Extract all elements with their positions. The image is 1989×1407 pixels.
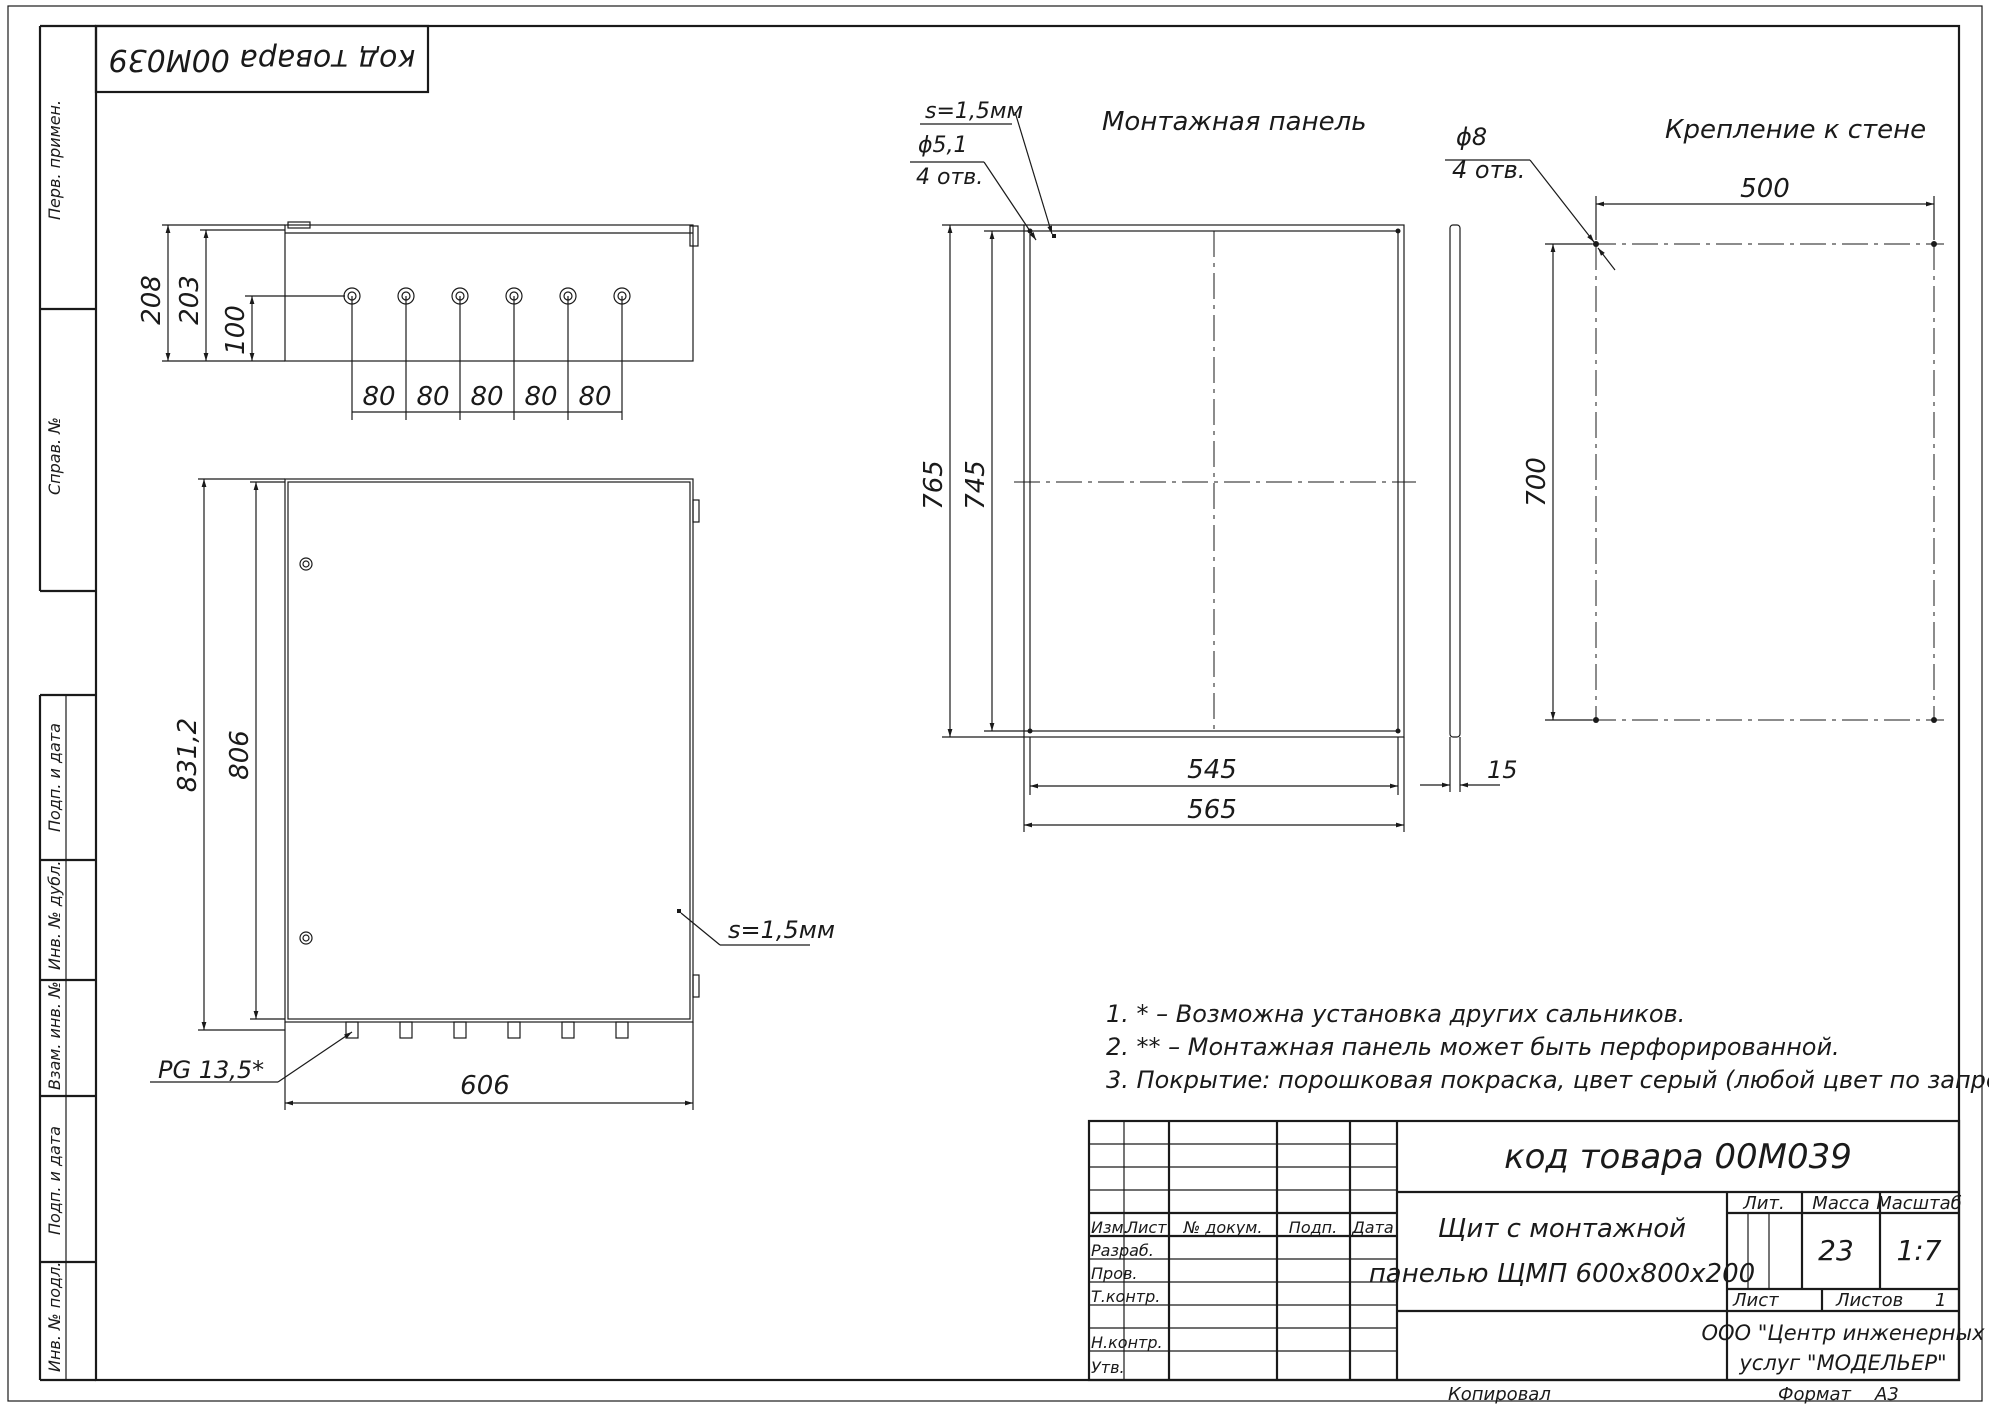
dim-606: 606 (460, 1071, 510, 1101)
strip-podp-data-1: Подп. и дата (45, 723, 64, 832)
wall-view: Крепление к стене ϕ8 4 отв. 500 700 (1445, 115, 1944, 723)
dim-545: 545 (1187, 755, 1237, 785)
code-stamp-text: код товара 00М039 (109, 42, 416, 77)
dim-765: 765 (919, 460, 949, 510)
col-data: Дата (1351, 1218, 1393, 1237)
org-line1: ООО "Центр инженерных (1701, 1321, 1985, 1345)
row-tkontr: Т.контр. (1091, 1287, 1160, 1306)
panel-view: Монтажная панель s=1,5мм ϕ5,1 4 отв. 765… (910, 99, 1518, 832)
format-label: Формат (1778, 1384, 1852, 1405)
dim-80: 80 (578, 382, 611, 412)
sheet-label: Лист (1732, 1290, 1779, 1311)
dim-80: 80 (362, 382, 395, 412)
title-block: код товара 00М039 Щит с монтажной панель… (1087, 1119, 1985, 1405)
dim-831-2: 831,2 (173, 718, 203, 792)
sheets-value: 1 (1935, 1290, 1946, 1311)
front-view: 831,2 806 606 PG 13,5* s=1,5мм (150, 478, 835, 1110)
note-3: 3. Покрытие: порошковая покраска, цвет с… (1106, 1066, 1989, 1094)
wall-title: Крепление к стене (1665, 115, 1926, 145)
gland (505, 287, 523, 420)
panel-hole-count: 4 отв. (916, 165, 983, 190)
panel-title: Монтажная панель (1102, 107, 1367, 137)
col-list: Лист (1125, 1218, 1167, 1237)
note-2: 2. ** – Монтажная панель может быть перф… (1106, 1033, 1840, 1061)
notes: 1. * – Возможна установка других сальник… (1106, 1000, 1989, 1094)
wall-hole-dia: ϕ8 (1456, 123, 1487, 151)
strip-podp-data-2: Подп. и дата (45, 1126, 64, 1235)
gland-label: PG 13,5* (158, 1056, 264, 1084)
side-strip: Перв. примен. Справ. № Подп. и дата Инв.… (38, 24, 96, 1382)
bottom-glands (345, 1021, 629, 1039)
lock-hole (299, 931, 313, 945)
sheets-label: Листов (1835, 1290, 1903, 1311)
col-izm: Изм. (1091, 1218, 1129, 1237)
copied-label: Копировал (1448, 1384, 1551, 1405)
title-name-line2: панелью ЩМП 600х800х200 (1369, 1259, 1755, 1289)
mass-label: Масса (1812, 1193, 1869, 1214)
gland (559, 287, 577, 420)
dim-100: 100 (221, 305, 251, 355)
dim-15: 15 (1487, 756, 1518, 784)
strip-vzam-inv-no: Взам. инв. № (45, 981, 64, 1090)
dim-745: 745 (961, 460, 991, 510)
wall-hole-count: 4 отв. (1452, 156, 1525, 184)
strip-sprav-no: Справ. № (45, 417, 64, 495)
lit-label: Лит. (1742, 1193, 1784, 1214)
row-razrab: Разраб. (1091, 1241, 1154, 1260)
panel-profile (1449, 224, 1461, 738)
col-podp: Подп. (1289, 1218, 1337, 1237)
strip-perv-primen: Перв. примен. (45, 100, 64, 220)
dim-80: 80 (470, 382, 503, 412)
dim-500: 500 (1740, 174, 1790, 204)
code-stamp: код товара 00М039 (94, 24, 430, 94)
sheet-frame (7, 5, 1983, 1402)
row-utv: Утв. (1091, 1358, 1125, 1377)
row-prov: Пров. (1091, 1264, 1138, 1283)
strip-inv-no-podl: Инв. № подл. (45, 1262, 64, 1372)
title-name-line1: Щит с монтажной (1438, 1214, 1686, 1244)
dim-208: 208 (137, 275, 167, 325)
dim-806: 806 (225, 730, 255, 780)
gland (343, 287, 361, 420)
top-view: 208 203 100 80 80 80 80 80 (137, 221, 699, 420)
panel-thickness: s=1,5мм (925, 99, 1023, 124)
gland (451, 287, 469, 420)
dim-80: 80 (524, 382, 557, 412)
dim-203: 203 (175, 275, 205, 325)
top-glands (343, 287, 631, 420)
row-nkontr: Н.контр. (1091, 1333, 1163, 1352)
org-line2: услуг "МОДЕЛЬЕР" (1738, 1351, 1946, 1375)
scale-label: Масштаб (1876, 1193, 1962, 1214)
format-value: А3 (1874, 1384, 1899, 1405)
mass-value: 23 (1818, 1234, 1854, 1267)
dim-80: 80 (416, 382, 449, 412)
gland (613, 287, 631, 420)
note-1: 1. * – Возможна установка других сальник… (1106, 1000, 1685, 1028)
dim-565: 565 (1187, 795, 1237, 825)
strip-inv-no-dubl: Инв. № дубл. (45, 861, 64, 970)
lock-hole (299, 557, 313, 571)
col-docum: № докум. (1183, 1218, 1263, 1237)
front-thickness: s=1,5мм (728, 916, 835, 944)
scale-value: 1:7 (1896, 1234, 1941, 1267)
dim-700: 700 (1522, 457, 1552, 507)
title-code: код товара 00М039 (1504, 1137, 1852, 1177)
gland (397, 287, 415, 420)
panel-hole-dia: ϕ5,1 (918, 133, 968, 158)
